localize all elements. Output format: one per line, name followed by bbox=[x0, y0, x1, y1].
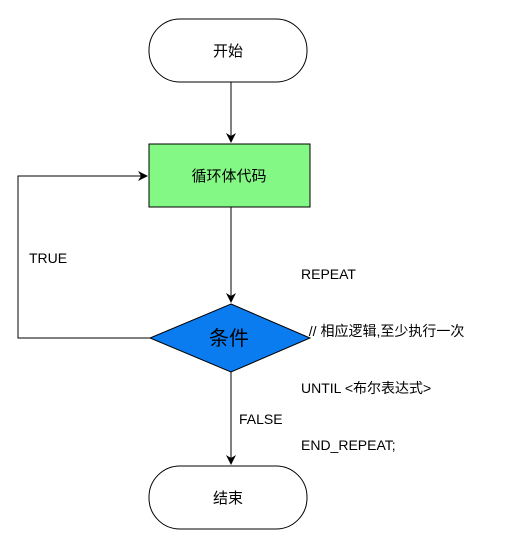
pseudocode-line-repeat: REPEAT bbox=[301, 266, 356, 282]
edge-condition-true-to-loop-body bbox=[17, 171, 150, 339]
condition-node: 条件 bbox=[148, 303, 312, 373]
pseudocode-line-end-repeat: END_REPEAT; bbox=[301, 437, 396, 453]
edge-false-label: FALSE bbox=[239, 411, 283, 427]
end-node-shape bbox=[148, 465, 308, 530]
pseudocode-note: REPEAT // 相应逻辑,至少执行一次 UNTIL <布尔表达式> END_… bbox=[301, 227, 464, 474]
loop-body-node-shape bbox=[148, 143, 311, 208]
end-node-label: 结束 bbox=[213, 489, 243, 507]
edge-true-label: TRUE bbox=[29, 250, 67, 266]
pseudocode-line-until: UNTIL <布尔表达式> bbox=[301, 380, 432, 396]
end-node: 结束 bbox=[148, 465, 308, 530]
start-node-shape bbox=[148, 18, 308, 83]
start-node-label: 开始 bbox=[213, 42, 243, 60]
loop-body-node-label: 循环体代码 bbox=[191, 167, 266, 185]
loop-body-node: 循环体代码 bbox=[148, 143, 311, 208]
pseudocode-line-comment: // 相应逻辑,至少执行一次 bbox=[301, 323, 465, 339]
start-node: 开始 bbox=[148, 18, 308, 83]
condition-node-label: 条件 bbox=[209, 326, 249, 350]
